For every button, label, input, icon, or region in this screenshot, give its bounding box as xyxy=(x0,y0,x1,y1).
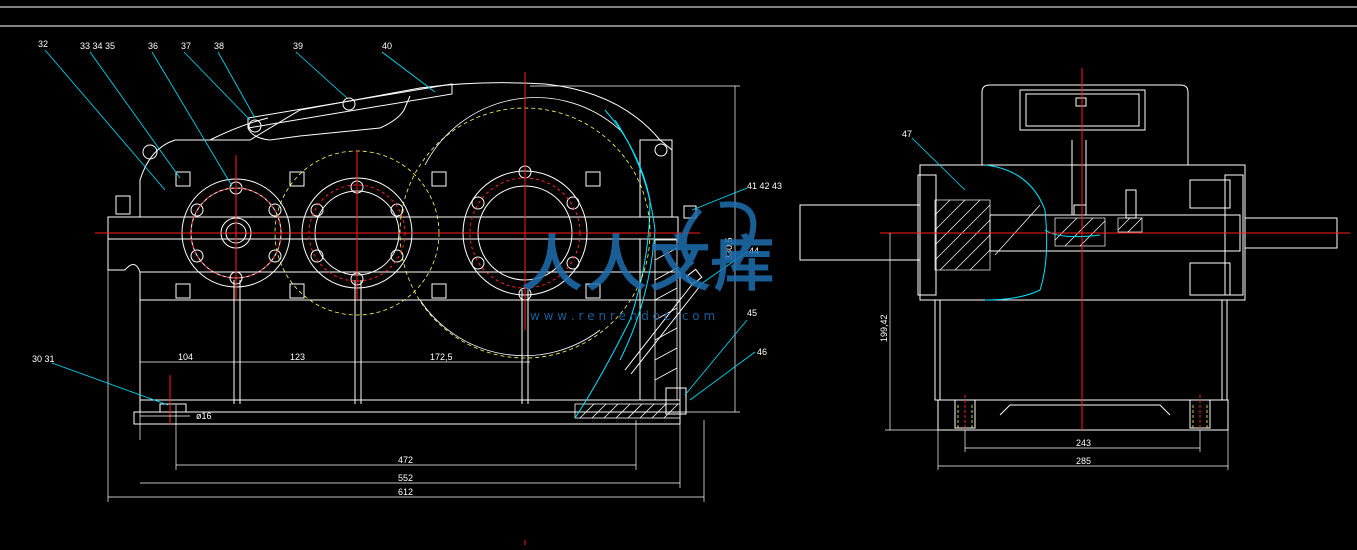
front-leader-lines xyxy=(44,49,756,406)
part-label-37: 37 xyxy=(181,41,191,51)
side-section-boundary xyxy=(984,164,1101,301)
side-view xyxy=(799,84,1338,431)
side-leader-lines xyxy=(911,137,966,191)
watermark: 人人文库 w w w . r e n r e n d o c . c o m xyxy=(522,201,778,323)
front-upper-cover xyxy=(139,82,673,217)
front-view xyxy=(107,82,703,425)
watermark-logo-text: 人人文库 xyxy=(522,230,778,300)
part-label-38: 38 xyxy=(214,41,224,51)
part-label-30-31: 30 31 xyxy=(32,354,55,364)
gear-outline-circles xyxy=(419,97,621,357)
dim-104: 104 xyxy=(178,352,193,362)
part-label-44: 44 xyxy=(749,246,759,256)
part-label-45: 45 xyxy=(747,308,757,318)
dim-172-5: 172,5 xyxy=(430,352,453,362)
drawing-frame xyxy=(0,6,1357,27)
side-top-cover xyxy=(981,84,1189,165)
front-dimension-lines xyxy=(107,85,740,502)
dim-472: 472 xyxy=(398,455,413,465)
side-dimension-lines xyxy=(885,233,1229,470)
part-label-33-34-35: 33 34 35 xyxy=(80,41,115,51)
dimension-labels: 104 123 172,5 ø16 472 552 612 330,5 199,… xyxy=(178,237,1091,497)
oil-gauge xyxy=(624,268,703,375)
side-hatched-section xyxy=(934,199,1143,271)
flange-bolts xyxy=(115,171,601,299)
part-label-47: 47 xyxy=(902,129,912,139)
dim-552: 552 xyxy=(398,473,413,483)
front-center-lines xyxy=(95,72,700,545)
side-center-lines xyxy=(880,68,1350,430)
watermark-url: w w w . r e n r e n d o c . c o m xyxy=(530,309,715,323)
part-label-36: 36 xyxy=(148,41,158,51)
front-split-flange xyxy=(107,216,679,240)
dim-285: 285 xyxy=(1076,456,1091,466)
part-label-40: 40 xyxy=(382,41,392,51)
dim-123: 123 xyxy=(290,352,305,362)
part-label-39: 39 xyxy=(293,41,303,51)
part-label-32: 32 xyxy=(38,39,48,49)
dim-16: ø16 xyxy=(196,411,212,421)
dim-199-42: 199,42 xyxy=(879,314,889,342)
watermark-logo-icon xyxy=(680,201,757,267)
part-label-46: 46 xyxy=(757,347,767,357)
part-label-41-42-43: 41 42 43 xyxy=(747,181,782,191)
inspection-cover xyxy=(247,83,453,141)
dim-243: 243 xyxy=(1076,438,1091,448)
dim-612: 612 xyxy=(398,487,413,497)
dim-330-5: 330,5 xyxy=(724,237,734,260)
part-number-labels: 32 33 34 35 36 37 38 39 40 41 42 43 44 4… xyxy=(32,39,912,364)
front-section-boundary xyxy=(574,109,656,419)
